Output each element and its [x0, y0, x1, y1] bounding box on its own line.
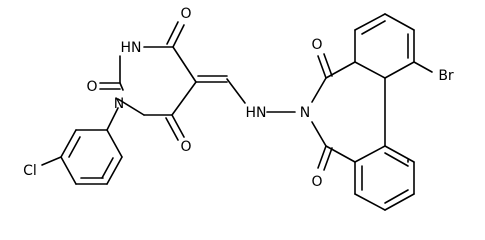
- atom-label-oxygen: O: [311, 37, 322, 53]
- bond: [325, 61, 356, 79]
- bond: [384, 193, 415, 211]
- bond: [101, 157, 114, 179]
- atom-label-nh: HN: [121, 40, 142, 56]
- bond: [166, 21, 179, 45]
- bond: [106, 129, 123, 158]
- bond-layer: [41, 13, 433, 211]
- bond: [384, 189, 409, 204]
- bond: [172, 24, 185, 48]
- atom-label-chlorine: Cl: [23, 163, 37, 179]
- bond: [60, 129, 77, 158]
- bond: [311, 77, 327, 103]
- bond: [311, 121, 327, 147]
- bond: [119, 82, 124, 91]
- bond: [323, 53, 333, 77]
- bond: [171, 81, 197, 116]
- bond: [354, 193, 386, 211]
- bond: [171, 114, 185, 138]
- bond: [361, 20, 386, 35]
- molecule-drawing: O HN O N O Cl HN N O O Br: [23, 6, 454, 211]
- bond: [354, 13, 386, 31]
- bond: [41, 156, 62, 166]
- bond: [384, 13, 415, 31]
- bond: [60, 156, 77, 185]
- bond: [354, 61, 386, 79]
- bond: [317, 145, 327, 169]
- bond: [165, 117, 179, 141]
- bond: [172, 46, 197, 83]
- atom-label-oxygen: O: [311, 174, 322, 190]
- atom-label-oxygen: O: [86, 79, 97, 95]
- bond: [226, 78, 246, 104]
- bond: [106, 156, 123, 185]
- bond: [317, 55, 327, 79]
- bond: [68, 136, 81, 158]
- bond: [384, 152, 409, 167]
- atom-label-nitrogen: N: [300, 105, 310, 121]
- bond: [354, 145, 386, 163]
- atom-label-nitrogen: N: [114, 96, 124, 112]
- atom-label-bromine: Br: [438, 68, 454, 84]
- bond: [117, 98, 145, 116]
- bond: [413, 61, 433, 73]
- atom-label-oxygen: O: [180, 139, 191, 155]
- bond: [384, 61, 415, 79]
- structure-canvas: O HN O N O Cl HN N O O Br: [23, 6, 454, 211]
- atom-label-nh: HN: [246, 105, 267, 121]
- atom-label-layer: O HN O N O Cl HN N O O Br: [23, 6, 454, 190]
- bond: [323, 147, 333, 171]
- bond: [384, 145, 415, 163]
- atom-label-oxygen: O: [180, 6, 191, 22]
- bond: [106, 107, 119, 131]
- bond: [325, 145, 356, 163]
